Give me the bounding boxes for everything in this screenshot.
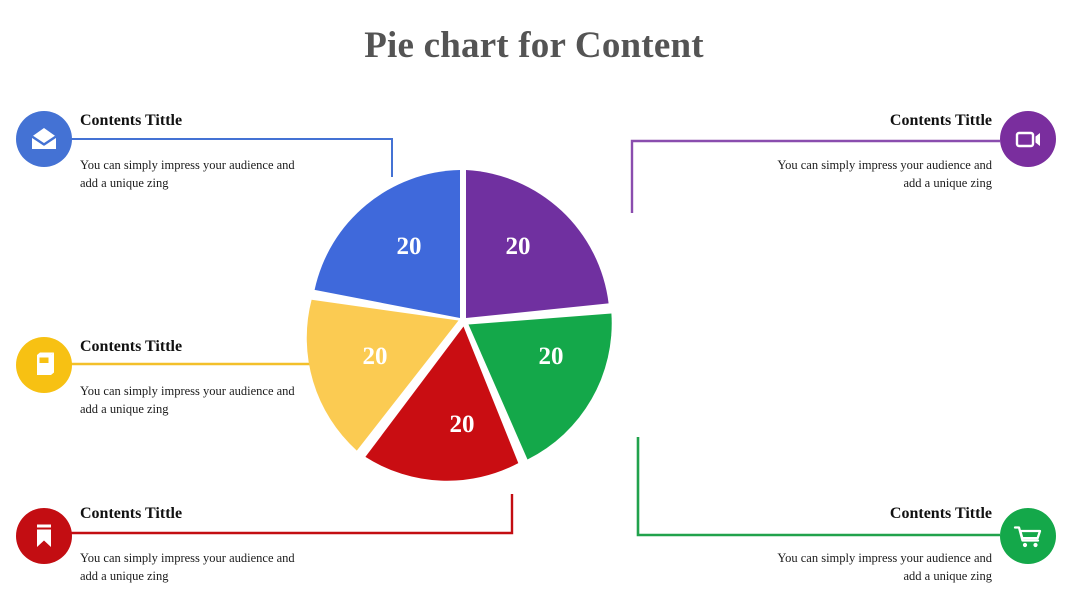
shopping-cart-icon[interactable] [1000,508,1056,564]
connector-line-top-left [70,138,393,177]
connector-line-bottom-right [636,437,1000,537]
pie-label-red: 20 [450,411,475,438]
callout-body-line-1: You can simply impress your audience and [80,384,295,398]
page-title: Pie chart for Content [364,25,704,66]
callout-middle-left: Contents Tittle You can simply impress y… [80,338,380,418]
pie-chart: 20 20 20 20 20 [287,146,639,498]
callout-title: Contents Tittle [889,505,992,522]
pie-label-blue: 20 [397,233,422,260]
shopping-cart-icon-glyph [1013,526,1042,548]
callout-top-left: Contents Tittle You can simply impress y… [80,112,380,192]
pie-label-purple: 20 [506,233,531,260]
callout-title: Contents Tittle [80,112,183,129]
callout-body-line-2: add a unique zing [80,569,169,583]
callout-body-line-2: add a unique zing [80,176,169,190]
callout-title: Contents Tittle [80,338,183,355]
callout-body-line-2: add a unique zing [903,569,992,583]
callout-body-line-1: You can simply impress your audience and [777,551,992,565]
connector-line-bottom-left [70,494,514,535]
pie-slice-purple[interactable] [466,170,609,318]
callout-body-line-1: You can simply impress your audience and [80,551,295,565]
callout-bottom-left: Contents Tittle You can simply impress y… [80,505,380,585]
pie-slice-labels: 20 20 20 20 20 [363,233,564,438]
pie-label-yellow: 20 [363,343,388,370]
video-camera-icon-glyph [1015,131,1040,148]
pie-slice-blue[interactable] [314,170,460,318]
callout-top-right: Contents Tittle You can simply impress y… [688,112,992,192]
callout-body-line-2: add a unique zing [80,402,169,416]
pie-slice-yellow[interactable] [306,299,459,451]
bookmark-icon[interactable] [16,508,72,564]
book-icon-glyph [37,352,54,375]
callout-title: Contents Tittle [889,112,992,129]
book-icon[interactable] [16,337,72,393]
pie-label-green: 20 [539,343,564,370]
pie-slice-green[interactable] [468,313,612,460]
callout-body-line-1: You can simply impress your audience and [80,158,295,172]
callout-bottom-right: Contents Tittle You can simply impress y… [688,505,992,585]
callout-title: Contents Tittle [80,505,183,522]
video-camera-icon[interactable] [1000,111,1056,167]
callout-body-line-1: You can simply impress your audience and [777,158,992,172]
mail-icon-glyph [31,128,57,149]
connector-line-top-right [630,139,1000,213]
callout-body-line-2: add a unique zing [903,176,992,190]
pie-slice-red[interactable] [365,326,519,481]
bookmark-icon-glyph [37,524,51,547]
pie-slices [306,170,612,481]
mail-icon[interactable] [16,111,72,167]
